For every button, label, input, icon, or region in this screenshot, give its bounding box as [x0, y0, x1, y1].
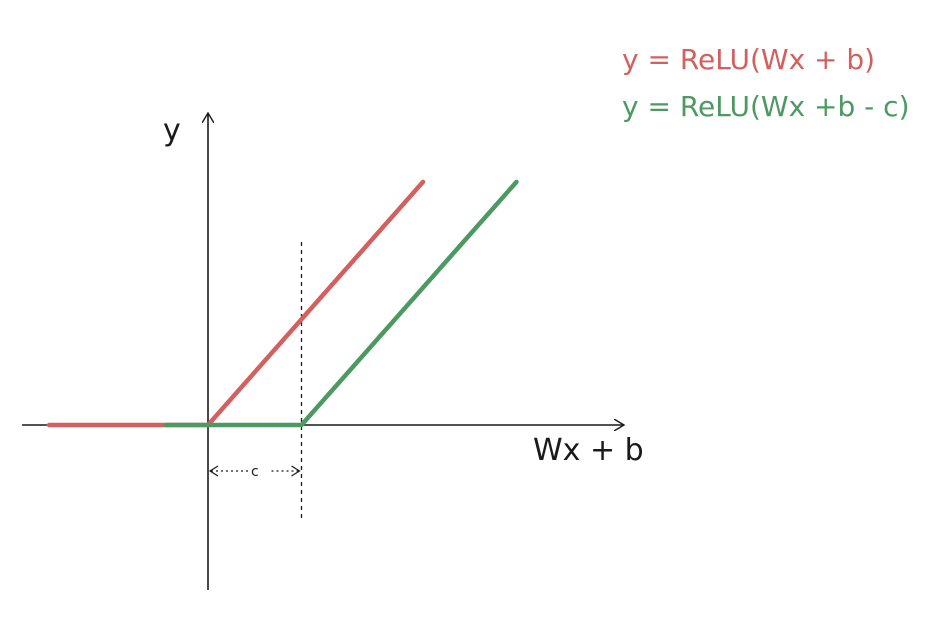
- y-axis-label: y: [163, 113, 181, 148]
- relu-line: [46, 179, 426, 428]
- shift-c-arrowhead-left: [208, 465, 219, 477]
- shift-c-arrowhead-right: [291, 465, 301, 477]
- shift-c-label: c: [251, 464, 259, 480]
- legend-entry-shifted-relu: y = ReLU(Wx +b - c): [622, 90, 910, 123]
- shifted-relu-line: [163, 179, 519, 428]
- x-axis-label: Wx + b: [533, 433, 644, 468]
- legend-entry-relu: y = ReLU(Wx + b): [622, 43, 876, 76]
